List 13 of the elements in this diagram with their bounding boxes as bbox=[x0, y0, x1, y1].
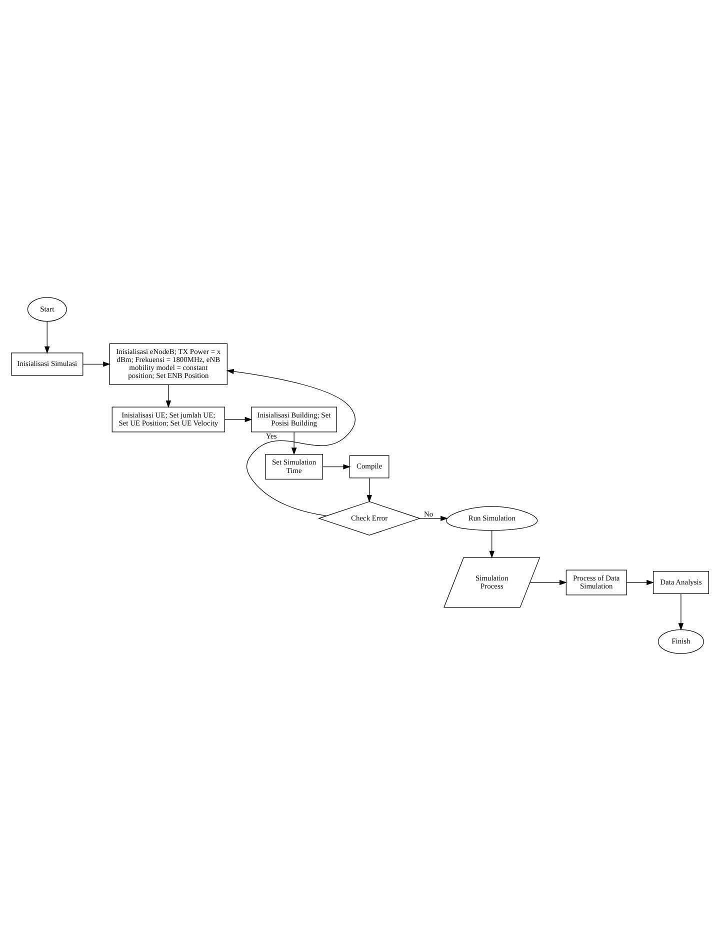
arrow bbox=[366, 478, 372, 502]
arrow bbox=[44, 321, 50, 354]
arrow bbox=[166, 384, 172, 408]
arrow bbox=[489, 530, 494, 558]
arrow bbox=[82, 362, 111, 367]
arrow bbox=[626, 580, 654, 586]
arrow bbox=[420, 516, 448, 522]
arrow bbox=[530, 580, 567, 586]
arrow bbox=[678, 593, 684, 631]
arrow bbox=[224, 416, 252, 422]
arrow bbox=[291, 432, 297, 456]
arrow bbox=[226, 368, 356, 516]
arrow bbox=[322, 464, 351, 470]
